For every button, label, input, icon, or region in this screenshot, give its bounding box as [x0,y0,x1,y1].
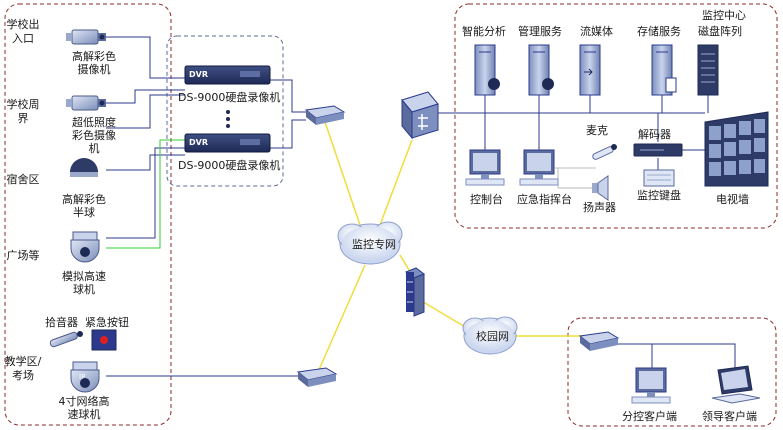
dvr1-badge: DVR [189,70,208,79]
campus-net-cloud-icon [462,316,518,355]
storage-server-icon [651,44,677,96]
field-zone-border [4,3,172,426]
mic-icon [592,144,617,160]
analog-speed-dome-label: 模拟高速球机 [62,270,106,296]
pickup-label: 拾音器 [45,316,78,329]
ip-badge: IP [79,373,86,381]
leader-client-laptop-icon [711,365,761,404]
keyboard-label: 监控键盘 [637,189,681,202]
dvr-links [270,79,306,149]
streaming-server-icon [579,44,601,96]
zone-school-gate: 学校出入口 [6,18,40,45]
campus-net-label: 校园网 [476,330,509,343]
zone-classroom: 教学区/考场 [4,355,42,382]
hd-camera-icon [66,29,106,45]
management-server-icon [528,44,554,96]
mic-label: 麦克 [586,124,608,137]
decoder-icon [633,143,683,157]
dvr1-label: DS-9000硬盘录像机 [178,91,281,104]
dvr-more-dots [226,110,230,128]
client-links [600,343,736,368]
branch-client-pc-icon [631,367,671,404]
monitor-center-border [454,3,778,229]
zone-perimeter: 学校周界 [6,98,40,125]
analog-video-link [106,139,185,249]
speaker-icon [592,175,609,201]
dvr2-label: DS-9000硬盘录像机 [178,159,281,172]
speaker-label: 扬声器 [583,201,616,214]
ip-speed-dome-icon [70,361,100,393]
zone-square: 广场等 [6,249,40,262]
zone-dorm: 宿舍区 [6,173,40,186]
smart-analysis-server-icon [474,44,500,96]
hd-dome-icon [70,158,98,177]
core-router-icon [401,91,439,140]
dvr-group-border [166,35,284,187]
disk-array-icon [697,44,719,96]
ip-speed-dome-label: 4寸网络高速球机 [58,395,110,421]
low-light-camera-label: 超低照度彩色摄像机 [72,116,116,155]
dvr1-icon [184,65,271,85]
management-label: 管理服务 [518,25,562,38]
storage-label: 存储服务 [637,25,681,38]
classroom-switch-icon [296,367,338,387]
hd-dome-label: 高解彩色半球 [62,193,106,219]
client-zone-border [567,317,777,427]
audio-links [555,167,596,189]
disk-array-label: 磁盘阵列 [698,25,742,38]
console-label: 控制台 [470,193,503,206]
camera-links [106,36,300,377]
firewall-icon [404,267,426,317]
tv-wall-label: 电视墙 [716,193,749,206]
dvr2-badge: DVR [189,138,208,147]
hd-camera-label: 高解彩色摄像机 [72,50,116,76]
emergency-button-label: 紧急按钮 [85,316,129,329]
dvr2-icon [184,133,271,153]
center-title: 监控中心 [702,9,746,22]
keyboard-icon [643,169,675,187]
emergency-cmd-label: 应急指挥台 [517,193,572,206]
client-switch-icon [578,331,620,351]
emergency-button-icon [91,329,117,351]
dvr-switch-icon [304,105,346,125]
emergency-cmd-monitor-icon [519,149,559,186]
private-net-label: 监控专网 [352,238,396,251]
pickup-mic-icon [49,331,83,348]
private-net-cloud-icon [337,221,403,265]
analog-speed-dome-icon [70,231,100,263]
center-links [438,95,709,170]
streaming-label: 流媒体 [580,25,613,38]
console-monitor-icon [465,149,505,186]
branch-client-label: 分控客户端 [622,410,677,423]
leader-client-label: 领导客户端 [702,410,757,423]
network-lines [317,121,582,373]
decoder-label: 解码器 [638,128,671,141]
low-light-camera-icon [66,95,106,111]
smart-analysis-label: 智能分析 [462,25,506,38]
tv-wall-icon [704,111,769,187]
